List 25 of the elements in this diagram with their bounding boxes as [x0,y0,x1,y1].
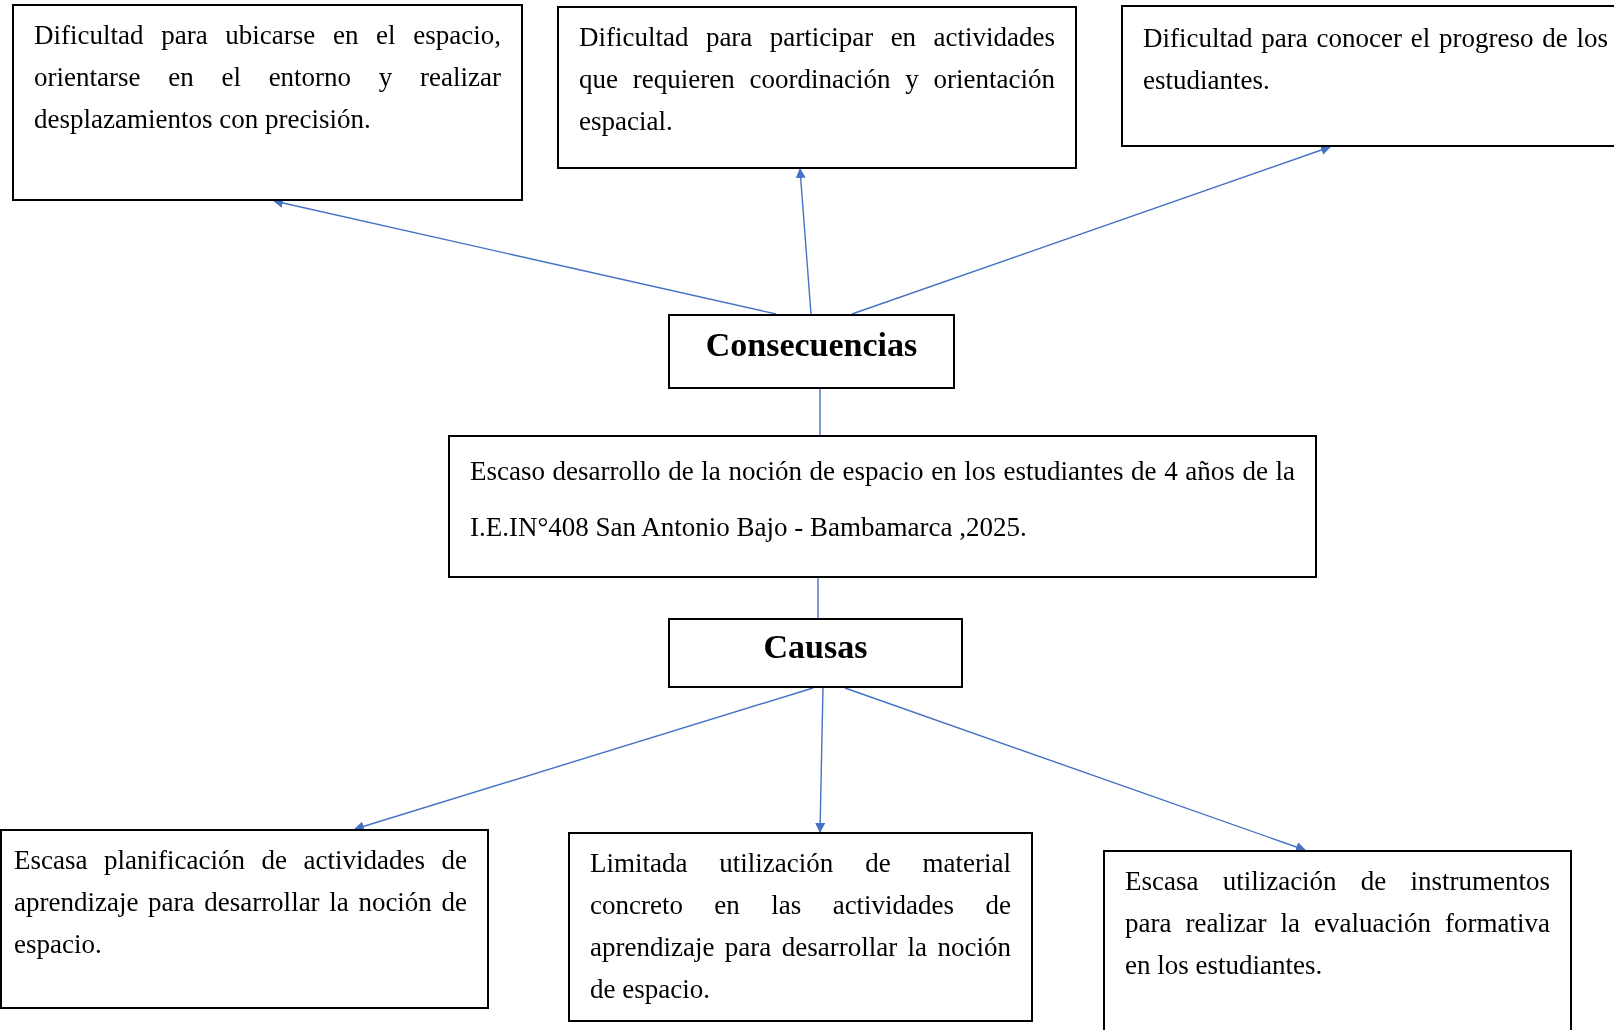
connector-line [819,388,821,436]
box-text: Limitada utilización de material concreto en las actividades de aprendizaje para desarrollar la noción de espacio. [590,847,1011,1006]
arrow [844,687,1306,852]
text-box [557,6,1077,169]
text-box [568,832,1033,1022]
heading-text: Consecuencias [704,325,919,365]
text-box [0,829,489,1009]
box-text: Dificultad para conocer el progreso de los estudiantes. [1143,22,1608,97]
text-box [12,4,523,201]
arrow [354,687,814,832]
box-text: Dificultad para ubicarse en el espacio, orientarse en el entorno y realizar desplazamientos con precisión. [34,19,501,136]
box-text: Escasa planificación de actividades de aprendizaje para desarrollar la noción de espacio. [14,844,467,961]
box-text: Dificultad para participar en actividades que requieren coordinación y orientación espacial. [579,21,1055,138]
connector-line [817,577,819,619]
box-text: Escasa utilización de instrumentos para realizar la evaluación formativa en los estudiantes. [1125,865,1550,982]
heading-box [668,618,963,688]
text-box [448,435,1317,578]
text-box [1103,850,1572,1030]
text-box [1121,5,1614,147]
heading-box [668,314,955,389]
arrow [815,687,826,833]
heading-text: Causas [762,627,869,667]
arrow [851,145,1331,315]
arrow [795,168,812,315]
box-text: Escaso desarrollo de la noción de espacio en los estudiantes de 4 años de la I.E.IN°408 San Antonio Bajo - Bambamarca ,2025. [470,455,1295,544]
